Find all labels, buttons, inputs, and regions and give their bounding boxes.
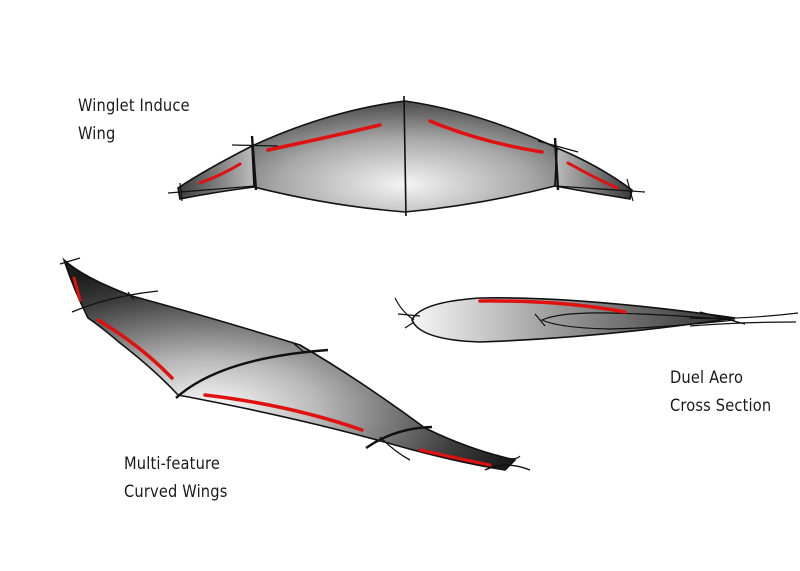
winglet-wing-label-line1: Winglet Induce	[78, 96, 190, 116]
winglet-wing-label: Winglet Induce Wing	[78, 92, 190, 148]
airfoil-highlight	[478, 299, 627, 314]
duel-aero-section	[394, 297, 799, 343]
duel-aero-label-line1: Duel Aero	[670, 368, 744, 388]
duel-aero-label-line2: Cross Section	[670, 396, 772, 416]
winglet-wing	[167, 95, 646, 217]
multi-feature-label-line2: Curved Wings	[124, 482, 228, 502]
winglet-highlight-left	[266, 123, 382, 152]
multi-wing-body	[62, 257, 517, 471]
duel-aero-label: Duel Aero Cross Section	[670, 364, 771, 420]
winglet-right-tip	[554, 146, 633, 200]
multi-highlight-1	[96, 318, 174, 380]
multi-highlight-2	[203, 393, 364, 432]
airfoil-inner-section	[540, 312, 736, 330]
winglet-highlight-right	[428, 119, 544, 154]
winglet-wing-label-line2: Wing	[78, 124, 116, 144]
multi-feature-label-line1: Multi-feature	[124, 454, 221, 474]
winglet-left-tip	[177, 144, 255, 200]
multi-feature-label: Multi-feature Curved Wings	[124, 450, 227, 506]
multi-feature-wing	[59, 257, 531, 471]
